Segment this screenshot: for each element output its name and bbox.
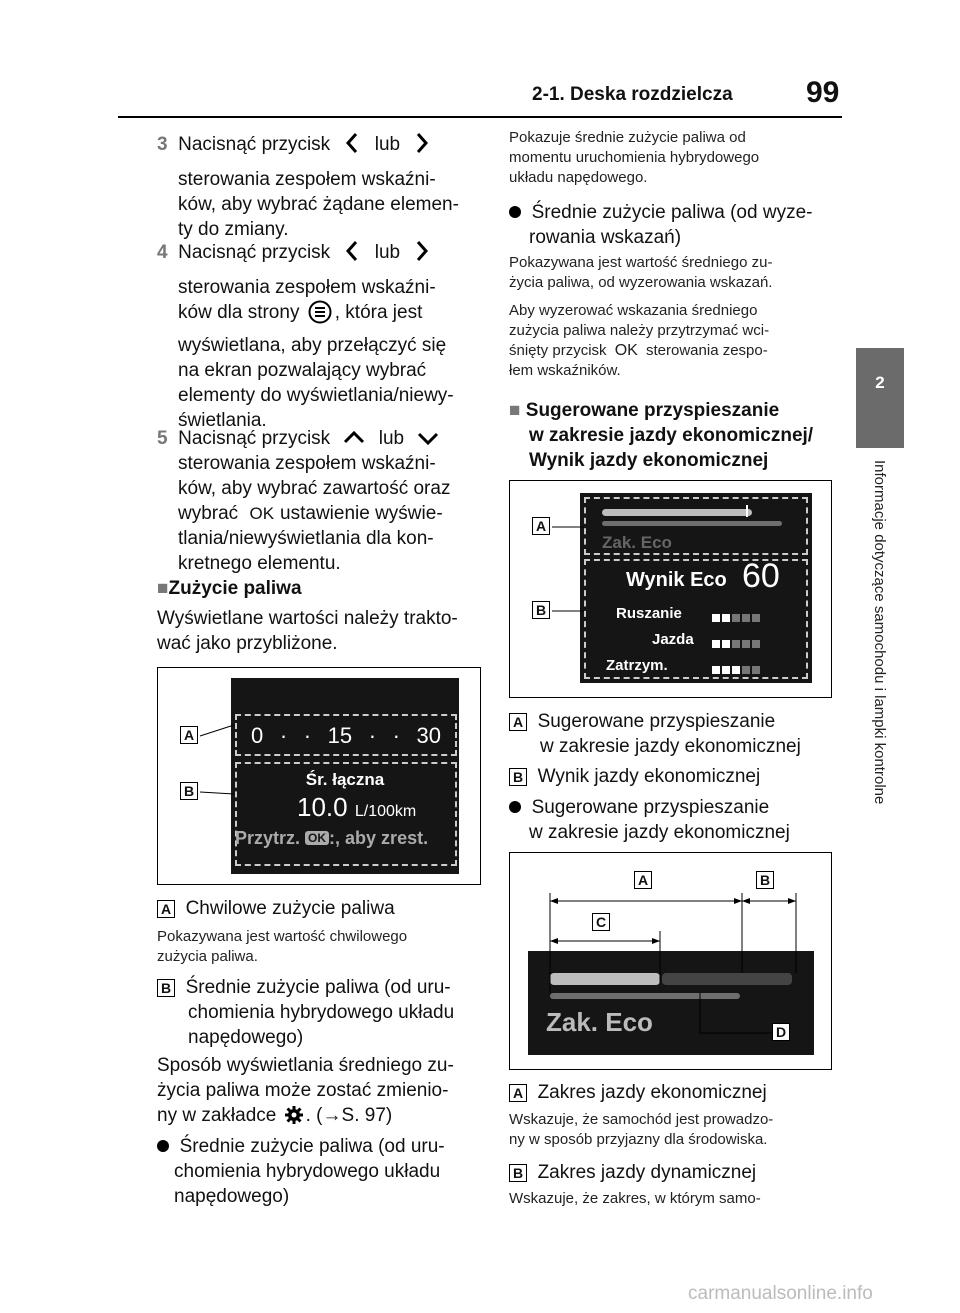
instant-scale: 0··15··30 xyxy=(251,723,441,748)
legend-b2: B Zakres jazdy dynamicznej Wskazuje, że … xyxy=(509,1162,761,1207)
eco-bar-marker xyxy=(746,505,748,517)
bullet-icon xyxy=(509,206,521,218)
figure-eco-zones: Zak. Eco A B C D xyxy=(509,852,832,1070)
step-number: 4 xyxy=(157,242,168,263)
item-b: B Średnie zużycie paliwa (od uru- chomie… xyxy=(157,975,487,1050)
display-screen: Zak. Eco xyxy=(528,951,814,1055)
menu-icon xyxy=(308,300,332,324)
square-bullet-icon: ■ xyxy=(509,400,521,421)
avg-value: 10.0 L/100km xyxy=(297,792,417,822)
highlight-a xyxy=(235,714,457,756)
eco-bar-light xyxy=(550,973,660,985)
avg-paragraph: Sposób wyświetlania średniego zu- życia … xyxy=(157,1055,454,1126)
eco-bar-rest xyxy=(662,973,792,985)
zak-eco-label: Zak. Eco xyxy=(602,533,672,552)
row-squares xyxy=(712,635,762,653)
callout-lines xyxy=(552,526,584,612)
chapter-label: Informacje dotyczące samochodu i lampki … xyxy=(871,460,888,805)
step-3: 3 Nacisnąć przycisk lub sterowania zespo… xyxy=(157,132,459,240)
callout-lines xyxy=(199,724,235,795)
highlight-b xyxy=(235,762,457,866)
step-4: 4 Nacisnąć przycisk lub sterowania zespo… xyxy=(157,240,454,431)
avg-unit: L/100km xyxy=(354,803,417,820)
row-squares xyxy=(712,661,762,679)
figure-fuel-display: 0··15··30 Śr. łączna 10.0 L/100km Przytr… xyxy=(157,667,481,885)
chevron-right-icon xyxy=(415,132,429,154)
display-screen: Zak. Eco Wynik Eco 60 Ruszanie Jazda Zat… xyxy=(580,493,812,683)
intro-text: Pokazuje średnie zużycie paliwa od momen… xyxy=(509,129,760,186)
callout-a: A xyxy=(180,726,198,744)
eco-bar-dark xyxy=(550,993,740,999)
callout-c: C xyxy=(592,913,610,931)
page-number: 99 xyxy=(806,76,840,109)
display-screen: 0··15··30 Śr. łączna 10.0 L/100km Przytr… xyxy=(231,678,459,874)
highlight-a xyxy=(584,497,808,555)
step-number: 5 xyxy=(157,428,168,449)
dimension-lines xyxy=(549,893,797,1034)
callout-b: B xyxy=(756,871,774,889)
watermark[interactable]: carmanualsonline.info xyxy=(688,1283,873,1304)
ok-icon: OK xyxy=(305,831,330,845)
chevron-up-icon xyxy=(343,430,365,444)
eco-bar-light xyxy=(602,509,752,516)
ok-icon: OK xyxy=(249,504,275,523)
bullet-icon xyxy=(157,1140,169,1152)
legend-b: B Wynik jazdy ekonomicznej xyxy=(509,764,839,789)
callout-b: B xyxy=(180,782,198,800)
eco-heading: ■ Sugerowane przyspieszanie w zakresie j… xyxy=(509,400,814,471)
reset-text: Pokazywana jest wartość średniego zu- ży… xyxy=(509,254,773,379)
eco-score-value: 60 xyxy=(742,557,780,595)
chevron-left-icon xyxy=(345,132,359,154)
legend-a: A Sugerowane przyspieszanie w zakresie j… xyxy=(509,709,839,759)
highlight-b xyxy=(584,559,808,679)
step-5: 5 Nacisnąć przycisk lub sterowania zespo… xyxy=(157,428,451,574)
chevron-left-icon xyxy=(345,240,359,262)
step-number: 3 xyxy=(157,134,168,155)
eco-score-title: Wynik Eco xyxy=(626,569,727,591)
reset-hint: Przytrz. OK:, aby zrest. xyxy=(235,828,429,848)
header-rule xyxy=(118,116,842,118)
chevron-down-icon xyxy=(417,432,439,446)
section-title: 2-1. Deska rozdzielcza xyxy=(532,84,733,105)
bullet-eco-accel: Sugerowane przyspieszanie w zakresie jaz… xyxy=(509,795,839,845)
fuel-section: ■Zużycie paliwa Wyświetlane wartości nal… xyxy=(157,578,458,654)
item-a: A Chwilowe zużycie paliwa Pokazywana jes… xyxy=(157,898,408,965)
avg-title: Śr. łączna xyxy=(305,770,385,789)
callout-a: A xyxy=(634,871,652,889)
figure-eco-score: Zak. Eco Wynik Eco 60 Ruszanie Jazda Zat… xyxy=(509,480,832,698)
square-bullet-icon: ■ xyxy=(157,578,169,599)
zak-eco-label: Zak. Eco xyxy=(546,1007,653,1037)
bullet-avg-reset: Średnie zużycie paliwa (od wyze- rowania… xyxy=(509,200,839,250)
legend-a2: A Zakres jazdy ekonomicznej Wskazuje, że… xyxy=(509,1082,774,1148)
gear-icon xyxy=(284,1105,304,1125)
chapter-tab[interactable]: 2 xyxy=(856,348,904,448)
chevron-right-icon xyxy=(415,240,429,262)
row-label: Jazda xyxy=(652,631,694,648)
label-b: B xyxy=(157,979,175,997)
callout-a: A xyxy=(532,517,550,535)
label-a: A xyxy=(157,900,175,918)
eco-bar-dark xyxy=(602,521,782,526)
bullet-icon xyxy=(509,801,521,813)
callout-b: B xyxy=(532,601,550,619)
row-label: Ruszanie xyxy=(616,605,682,622)
ok-icon: OK xyxy=(614,342,638,359)
row-label: Zatrzym. xyxy=(606,657,668,674)
row-squares xyxy=(712,609,762,627)
bullet-avg-start: Średnie zużycie paliwa (od uru- chomieni… xyxy=(157,1134,487,1209)
callout-d: D xyxy=(772,1023,790,1041)
